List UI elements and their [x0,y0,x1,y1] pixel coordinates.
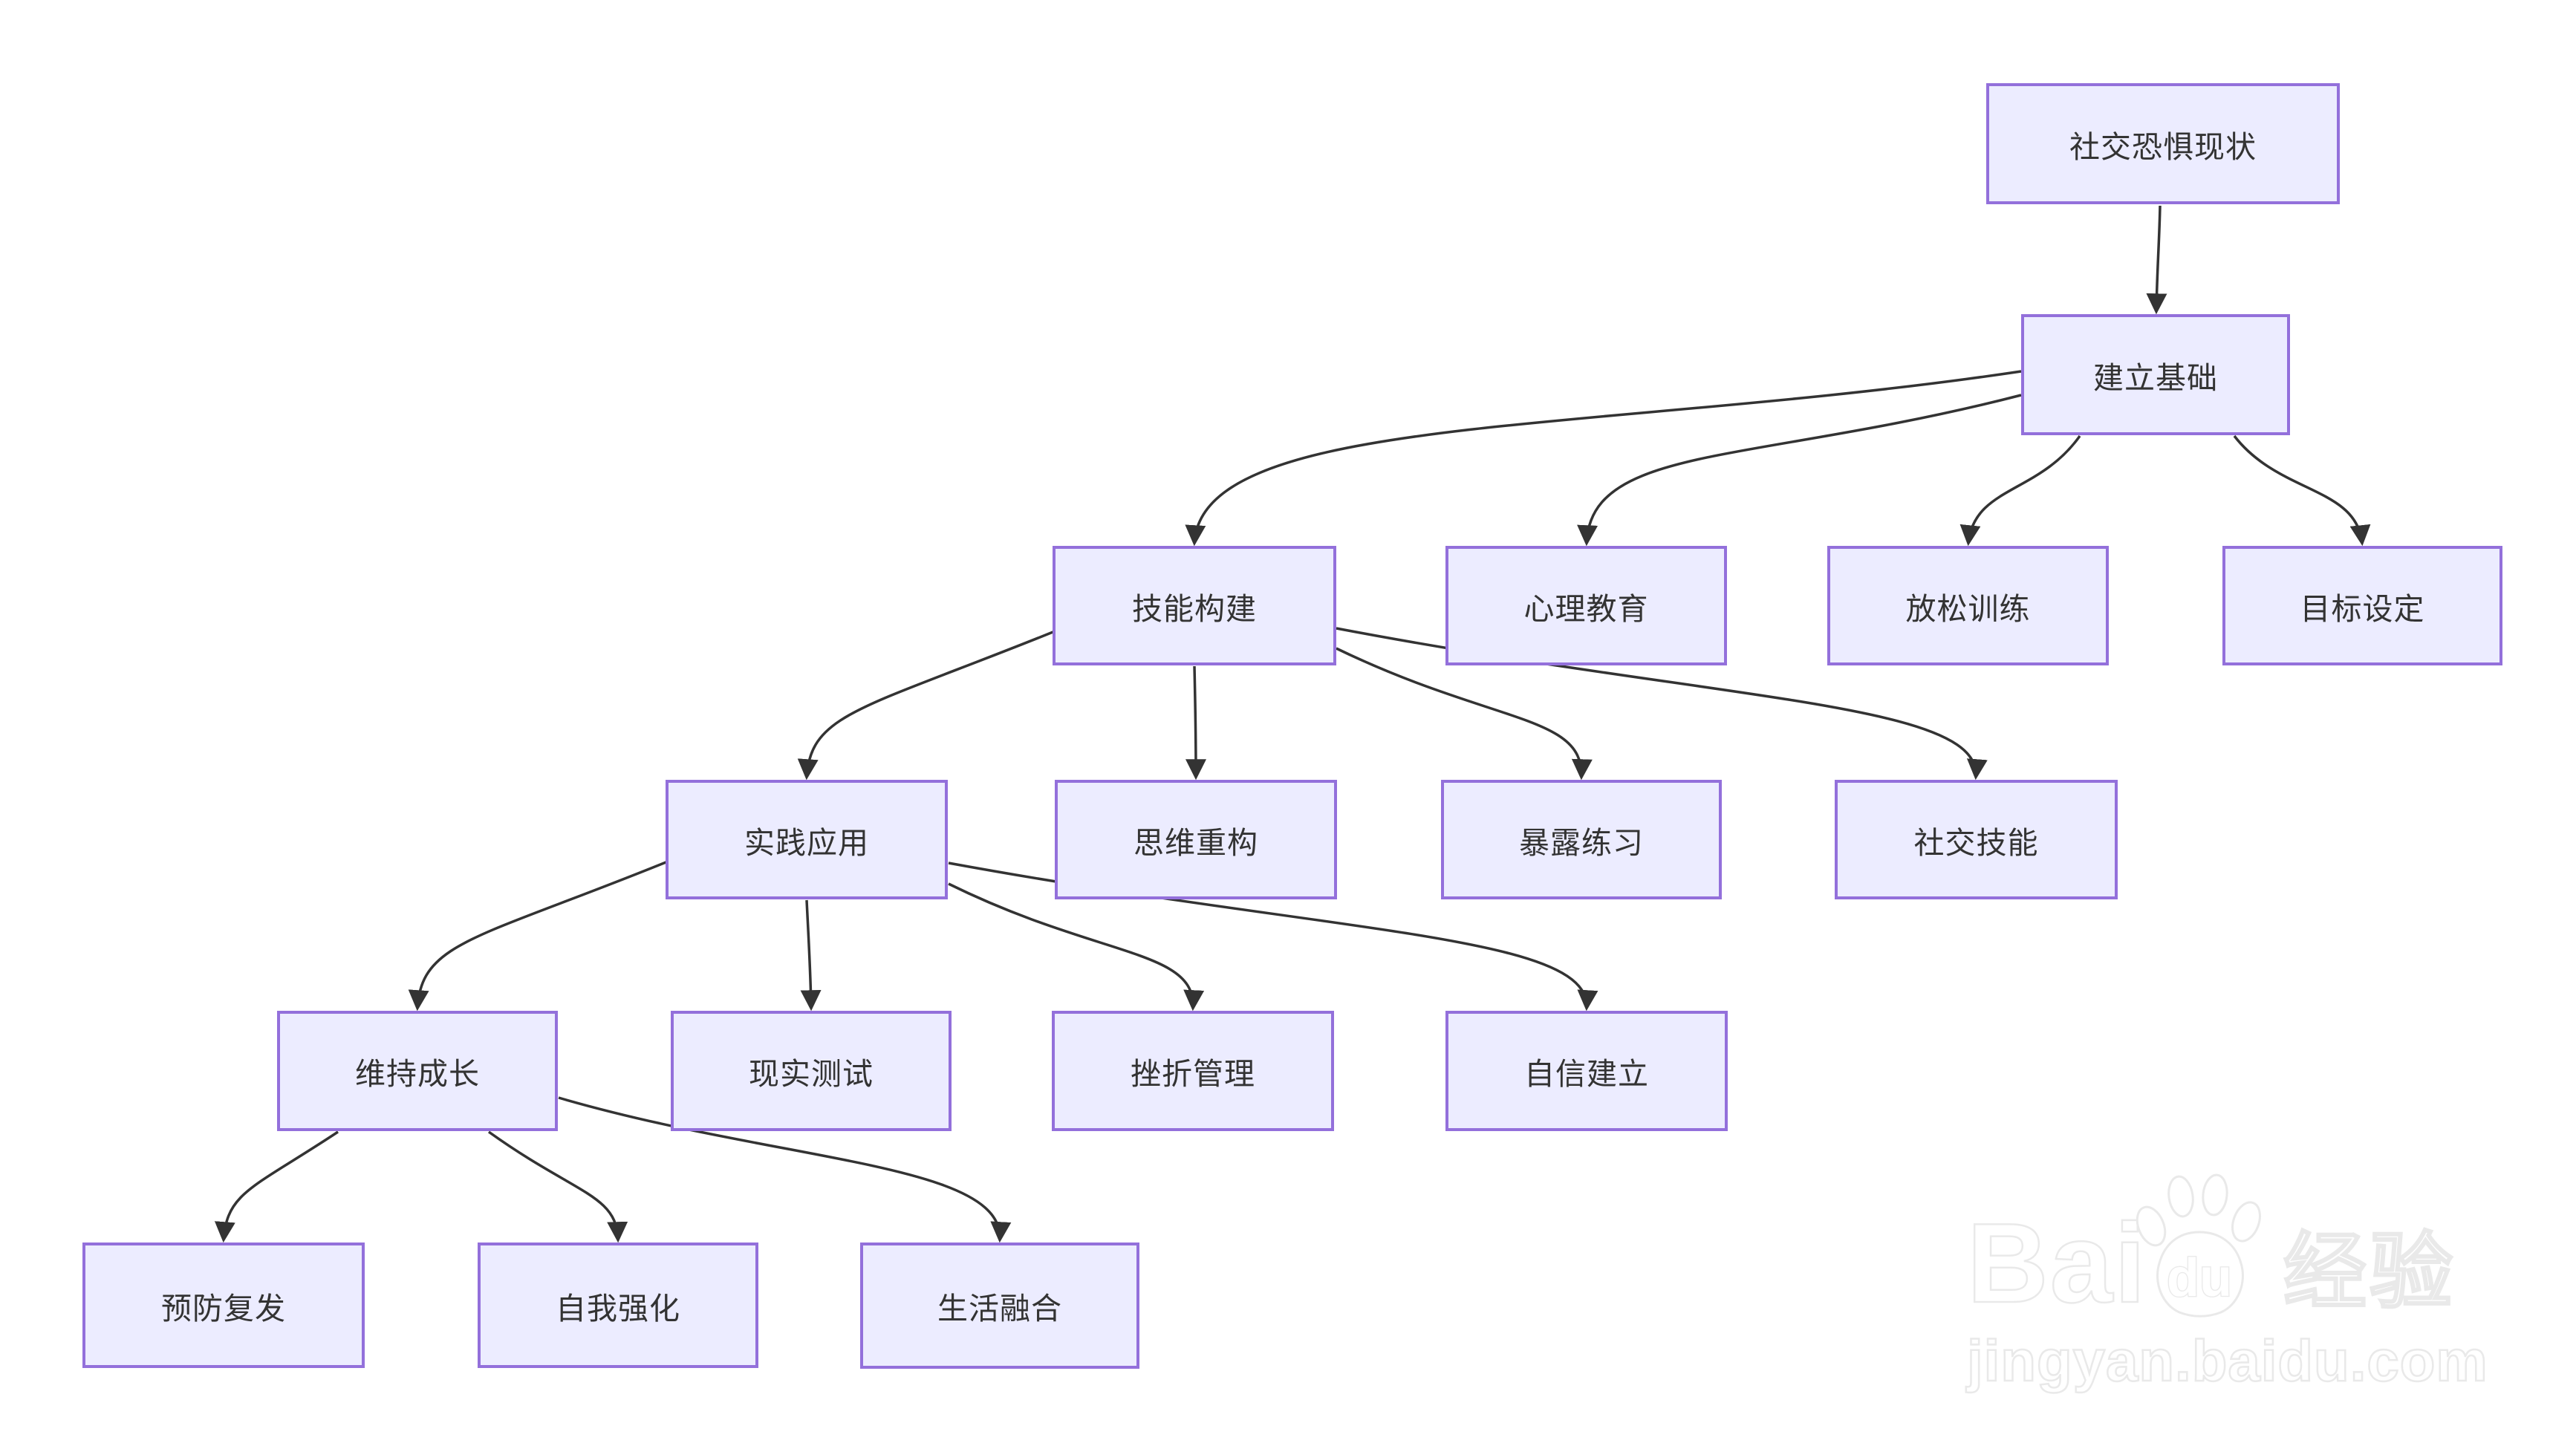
node-life-integration: 生活融合 [860,1243,1139,1369]
node-reality-testing: 现实测试 [671,1011,952,1131]
edge-skill-building-practice-application [797,630,1056,781]
edge-practice-application-maintain-growth [408,860,669,1012]
edge-social-anxiety-status-build-foundation [2146,205,2167,315]
node-social-skills: 社交技能 [1835,780,2118,899]
edge-maintain-growth-relapse-prevention [214,1130,339,1243]
node-build-foundation: 建立基础 [2021,314,2290,435]
edge-maintain-growth-life-integration [558,1096,1012,1243]
edge-skill-building-cognitive-restructuring [1185,665,1206,781]
jingyan-logo-text: 经验 [2283,1225,2456,1318]
node-skill-building: 技能构建 [1053,546,1336,665]
node-psycho-education: 心理教育 [1445,546,1727,665]
node-self-reinforcement: 自我强化 [478,1243,758,1368]
node-relaxation-training: 放松训练 [1827,546,2109,665]
node-goal-setting: 目标设定 [2222,546,2502,665]
node-practice-application: 实践应用 [666,780,948,899]
edge-build-foundation-skill-building [1185,370,2022,547]
paw-icon: du [2136,1173,2261,1318]
baidu-logo-text: Bai [1966,1200,2147,1326]
edge-practice-application-setback-management [948,882,1205,1012]
node-setback-management: 挫折管理 [1052,1011,1334,1131]
edge-build-foundation-goal-setting [2233,434,2371,547]
node-cognitive-restructuring: 思维重构 [1055,780,1337,899]
edge-practice-application-reality-testing [800,899,822,1012]
node-social-anxiety-status: 社交恐惧现状 [1986,83,2340,204]
node-maintain-growth: 维持成长 [277,1011,558,1131]
node-confidence-building: 自信建立 [1445,1011,1728,1131]
edge-build-foundation-relaxation-training [1959,434,2081,547]
baidu-jingyan-watermark: Bai du 经验 jingyan.baidu.com [1966,1162,2488,1407]
edge-maintain-growth-self-reinforcement [487,1130,628,1243]
node-exposure-practice: 暴露练习 [1441,780,1722,899]
watermark-url: jingyan.baidu.com [1966,1328,2488,1393]
node-relapse-prevention: 预防复发 [82,1243,365,1368]
paw-du-text: du [2167,1248,2232,1308]
edge-build-foundation-psycho-education [1577,394,2022,547]
edge-skill-building-exposure-practice [1336,647,1593,781]
